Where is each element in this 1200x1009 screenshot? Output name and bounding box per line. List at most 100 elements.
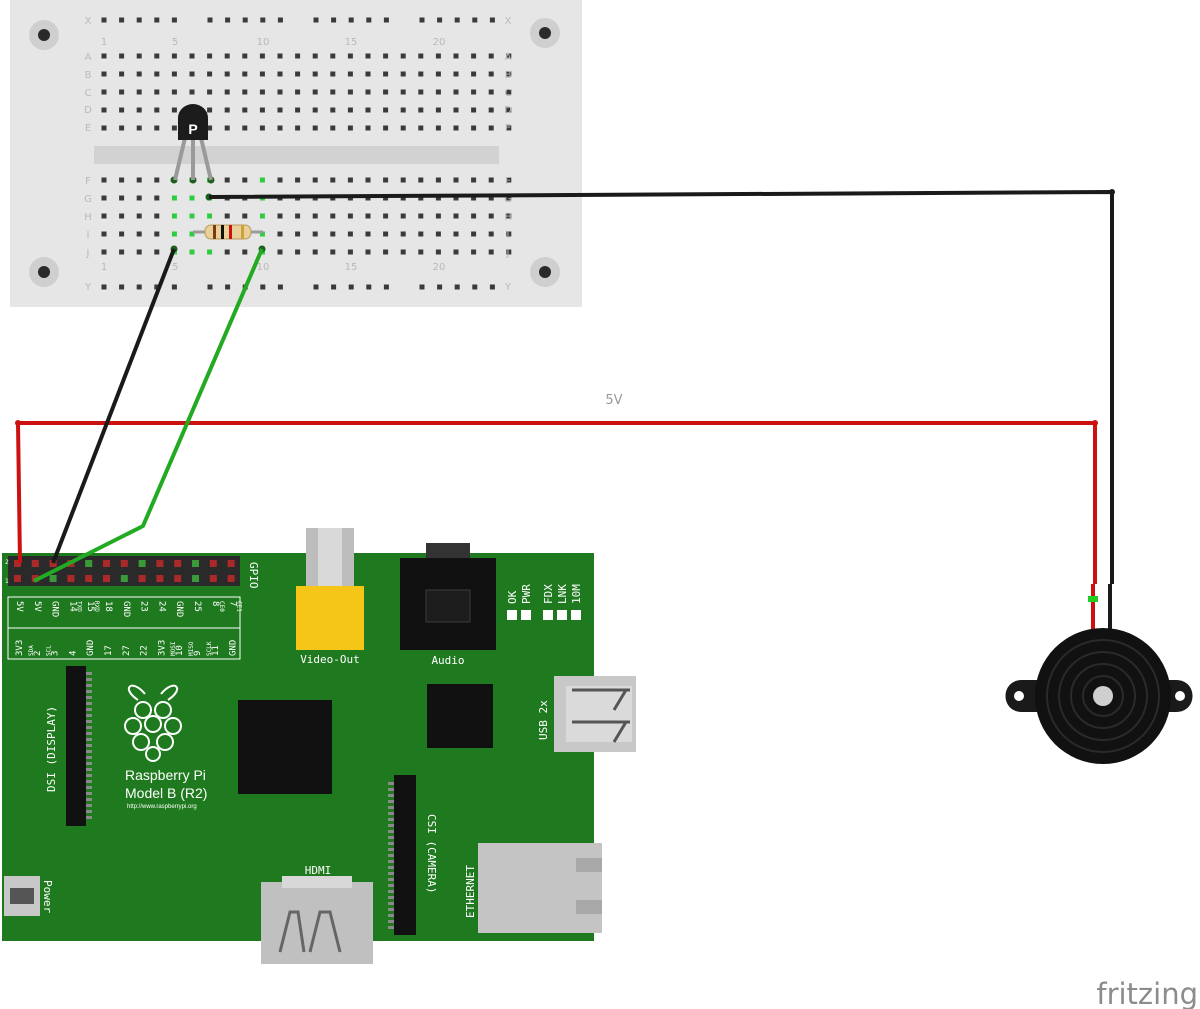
gpio-pin: [174, 560, 182, 567]
breadboard-hole: [506, 231, 512, 237]
breadboard-hole: [189, 231, 195, 237]
gpio-top-pin-sublabel: TXD: [75, 601, 82, 612]
column-number-10-top: 10: [257, 37, 270, 48]
breadboard-hole: [471, 89, 477, 95]
status-leds: OK PWR FDX LNK 10M: [506, 584, 583, 620]
gpio-pin-number-2: 2: [5, 559, 9, 566]
breadboard-hole: [207, 249, 213, 255]
breadboard-hole: [488, 107, 494, 113]
resistor-band-3: [229, 225, 232, 239]
breadboard-hole: [171, 71, 177, 77]
column-number-10-bottom: 10: [257, 262, 270, 273]
breadboard-hole: [435, 89, 441, 95]
wires: 5V: [15, 189, 1115, 584]
breadboard-hole: [506, 249, 512, 255]
raspberry-logo-icon: [124, 684, 182, 762]
breadboard-rail-hole: [242, 17, 248, 23]
breadboard-hole: [488, 177, 494, 183]
breadboard-hole: [101, 213, 107, 219]
breadboard-hole: [471, 213, 477, 219]
breadboard-hole: [154, 53, 160, 59]
breadboard-hole: [453, 89, 459, 95]
breadboard-hole: [224, 249, 230, 255]
breadboard-hole: [119, 249, 125, 255]
gpio-top-pin-sublabel: CE0: [218, 601, 225, 612]
breadboard-hole: [295, 53, 301, 59]
row-letter-y-left: Y: [84, 282, 92, 293]
breadboard-hole: [259, 213, 265, 219]
breadboard-hole: [136, 53, 142, 59]
breadboard-hole: [400, 213, 406, 219]
breadboard-rail-hole: [331, 17, 337, 23]
breadboard-rail-hole: [331, 284, 337, 290]
gpio-pin-number-1: 1: [5, 578, 9, 585]
breadboard-hole: [488, 71, 494, 77]
gpio-pin: [138, 560, 146, 567]
breadboard-hole: [365, 107, 371, 113]
breadboard-rail-hole: [277, 284, 283, 290]
gpio-pin: [156, 560, 164, 567]
breadboard-hole: [171, 53, 177, 59]
breadboard-rail-hole: [136, 284, 142, 290]
breadboard-hole: [277, 213, 283, 219]
gpio-pin: [103, 575, 110, 582]
row-letter-e-left: E: [85, 123, 91, 134]
breadboard-rail-hole: [419, 284, 425, 290]
resistor[interactable]: [193, 224, 263, 240]
breadboard-hole: [154, 213, 160, 219]
transistor-leg-right: [199, 137, 213, 181]
raspberry-pi-board: 2 1 GPIO 5V3V35V2SDAGND3SCL14TXD415RXDGN…: [2, 528, 636, 964]
breadboard-hole: [471, 195, 477, 201]
breadboard-hole: [312, 213, 318, 219]
breadboard-rail-hole: [136, 17, 142, 23]
breadboard-hole: [488, 249, 494, 255]
breadboard-hole: [383, 231, 389, 237]
breadboard-rail-hole: [366, 17, 372, 23]
row-letter-g-left: G: [84, 194, 92, 205]
gpio-pin: [14, 560, 21, 567]
breadboard-hole: [295, 89, 301, 95]
breadboard-hole: [453, 71, 459, 77]
breadboard-hole: [347, 107, 353, 113]
breadboard-hole: [453, 249, 459, 255]
breadboard-hole: [435, 107, 441, 113]
breadboard-hole: [383, 53, 389, 59]
breadboard-hole: [259, 231, 265, 237]
breadboard-hole: [365, 89, 371, 95]
breadboard-hole: [312, 177, 318, 183]
row-letter-d-left: D: [84, 105, 92, 116]
breadboard-rail-hole: [260, 284, 266, 290]
transistor[interactable]: P: [173, 104, 213, 181]
breadboard-hole: [312, 107, 318, 113]
breadboard-hole: [400, 249, 406, 255]
breadboard-hole: [242, 177, 248, 183]
breadboard-hole: [277, 249, 283, 255]
breadboard-hole: [435, 213, 441, 219]
piezo-buzzer[interactable]: [1005, 584, 1193, 764]
wire-5v-label: 5V: [605, 393, 622, 408]
breadboard-rail-hole: [437, 17, 443, 23]
breadboard-rail-hole: [225, 284, 231, 290]
breadboard-hole: [189, 195, 195, 201]
fritzing-watermark: fritzing: [1096, 977, 1198, 1009]
breadboard-rail-hole: [489, 17, 495, 23]
breadboard-hole: [312, 231, 318, 237]
breadboard-hole: [365, 71, 371, 77]
breadboard-hole: [224, 89, 230, 95]
gpio-pin: [67, 575, 75, 582]
gpio-bottom-pin-label: 2: [33, 651, 43, 656]
ethernet-port: [478, 843, 602, 933]
breadboard-hole: [224, 213, 230, 219]
row-letter-g-right: G: [504, 194, 512, 205]
breadboard-rail-hole: [472, 17, 478, 23]
breadboard-hole: [435, 177, 441, 183]
wire-signal-green[interactable]: [33, 248, 264, 583]
breadboard-hole: [435, 231, 441, 237]
wire-5v-red[interactable]: [16, 421, 1097, 584]
breadboard-hole: [224, 107, 230, 113]
breadboard-rail-hole: [207, 284, 213, 290]
breadboard-hole: [383, 213, 389, 219]
breadboard-hole: [365, 53, 371, 59]
wire-gnd-black[interactable]: [51, 248, 176, 564]
